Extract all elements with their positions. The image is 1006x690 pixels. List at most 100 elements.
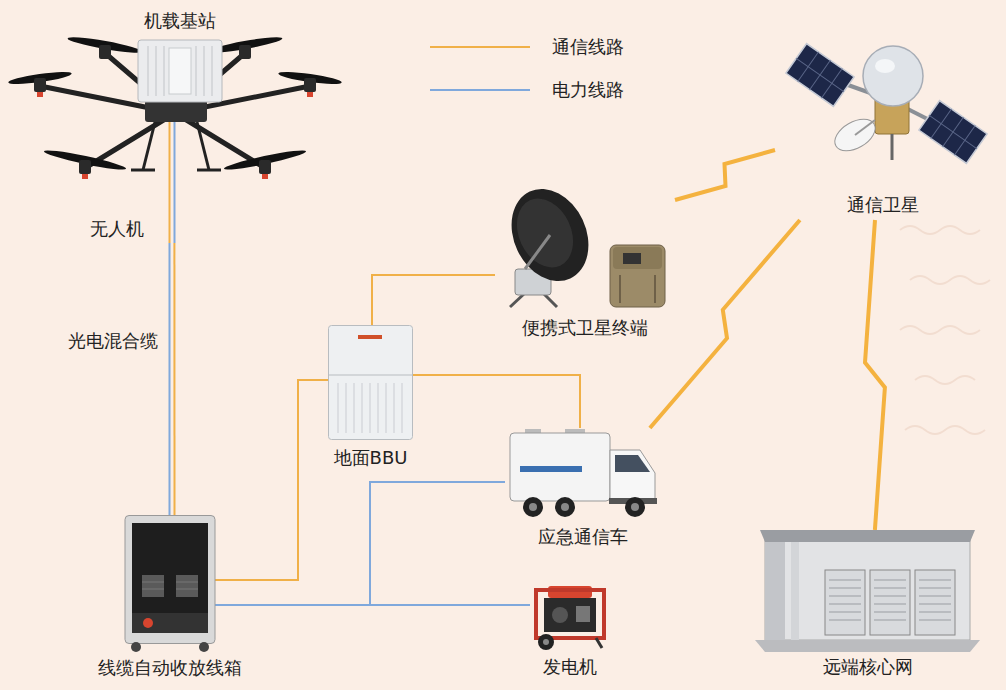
core-network-illustration-part: [791, 542, 799, 640]
drone-illustration-part-part: [82, 174, 88, 179]
node-label: 地面BBU: [328, 447, 413, 469]
cable-box-illustration-part: [125, 516, 215, 644]
drone-illustration-part: [37, 92, 313, 179]
drone-illustration-part-part: [304, 78, 316, 92]
bbu-illustration-part-part: [385, 383, 387, 433]
generator-illustration-part: [543, 639, 549, 645]
portable-terminal-illustration-part: [619, 275, 621, 303]
cable-box-illustration-part: [176, 575, 198, 597]
legend-label: 通信线路: [552, 36, 624, 58]
cable-box-illustration-part: [142, 575, 164, 597]
drone-illustration-part: [174, 118, 176, 243]
generator-illustration-part: [596, 638, 602, 648]
drone-illustration-part: [131, 122, 221, 170]
wave-decor: [905, 426, 985, 434]
core-network-illustration-part: [825, 570, 955, 635]
cable-box-illustration-part: [215, 604, 250, 606]
cable-box-illustration-part: [132, 523, 208, 633]
satellite-illustration-part: [829, 113, 880, 158]
cable-box-illustration-part: [142, 582, 198, 589]
satellite-illustration-part: [919, 101, 987, 164]
core-network-illustration-part-part: [874, 612, 906, 613]
cable-box-illustration: [90, 515, 250, 655]
vehicle-illustration-part: [625, 497, 645, 517]
node-label: 便携式卫星终端: [495, 317, 675, 339]
illustrated-node: 远端核心网: [755, 530, 980, 680]
core-network-illustration-part: [829, 580, 951, 620]
vehicle-illustration-part: [615, 455, 650, 472]
drone-illustration-part-part: [37, 92, 43, 97]
core-network-illustration-part-part: [829, 596, 861, 597]
core-network-illustration-part: [760, 530, 975, 542]
vehicle-illustration-part: [510, 433, 610, 501]
bbu-illustration-part: [329, 375, 412, 376]
vehicle-illustration-part: [631, 503, 639, 511]
drone-illustration-part: [34, 45, 316, 174]
portable-terminal-illustration-part: [506, 189, 584, 276]
bbu-illustration-part-part: [353, 383, 355, 433]
legend-line-sample: [430, 46, 530, 48]
core-network-illustration-part-part: [919, 580, 951, 581]
vehicle-illustration-part: [523, 497, 543, 517]
wireless-link: [675, 150, 775, 200]
portable-terminal-illustration-part: [654, 275, 656, 303]
bbu-illustration-part-part: [393, 383, 395, 433]
core-network-illustration-part-part: [829, 604, 861, 605]
drone-illustration-part-part: [211, 46, 213, 96]
portable-terminal-illustration-part: [610, 245, 665, 307]
node-label: 发电机: [530, 656, 610, 678]
drone-illustration-part-part: [155, 46, 157, 96]
drone-illustration-part-part: [195, 46, 197, 96]
cable-box-illustration-part: [131, 642, 141, 652]
node-label: 线缆自动收放线箱: [90, 657, 250, 679]
comm-line: [250, 380, 328, 580]
connector-line: [413, 375, 580, 428]
drone-illustration-part: [138, 40, 222, 102]
connector-line: [250, 380, 328, 580]
drone-illustration-part-part: [197, 122, 209, 170]
core-network-illustration-part-part: [919, 596, 951, 597]
portable-terminal-illustration-part: [623, 253, 641, 264]
wireless-link: [650, 220, 800, 428]
satellite-illustration-part: [875, 59, 895, 73]
illustrated-node: 应急通信车: [505, 428, 660, 550]
cable-box-illustration-part: [199, 642, 209, 652]
satellite-illustration-part: [855, 120, 875, 135]
bbu-illustration-part-part: [361, 383, 363, 433]
connector-line: [675, 150, 775, 200]
vehicle-illustration-part: [561, 503, 569, 511]
wave-decor: [910, 276, 990, 284]
drone-illustration: [5, 8, 355, 243]
core-network-illustration-part-part: [829, 580, 861, 581]
drone-illustration-part-part: [99, 45, 111, 59]
drone-illustration-part-part: [131, 169, 155, 172]
connector-line: [650, 220, 800, 428]
node-label: 远端核心网: [755, 656, 980, 678]
vehicle-illustration-part: [520, 466, 582, 472]
node-label: 无人机: [67, 218, 167, 240]
core-network-illustration-part-part: [829, 620, 861, 621]
satellite-illustration: [775, 20, 990, 190]
wave-decor: [900, 226, 980, 234]
core-network-illustration-part-part: [874, 580, 906, 581]
illustrated-node: 便携式卫星终端: [495, 185, 675, 345]
drone-illustration-part: [148, 46, 212, 96]
illustrated-node: 机载基站无人机: [5, 8, 355, 243]
generator-illustration: [530, 580, 610, 652]
connector-line: [370, 482, 530, 605]
bbu-illustration-part: [338, 383, 402, 433]
vehicle-illustration-part: [610, 450, 655, 503]
illustrated-node: 地面BBU: [328, 325, 413, 470]
drone-illustration-part-part: [163, 46, 165, 96]
drone-illustration-part-part: [197, 169, 221, 172]
drone-illustration-part: [169, 48, 191, 94]
portable-terminal-illustration: [495, 185, 675, 310]
satellite-illustration-part-part: [919, 101, 987, 164]
hybrid-cable: [170, 243, 175, 515]
core-network-illustration-part: [765, 542, 785, 640]
bbu-illustration: [328, 325, 413, 440]
vehicle-illustration-part: [529, 503, 537, 511]
drone-illustration-part-part: [147, 46, 149, 96]
drone-illustration-part-part: [262, 174, 268, 179]
